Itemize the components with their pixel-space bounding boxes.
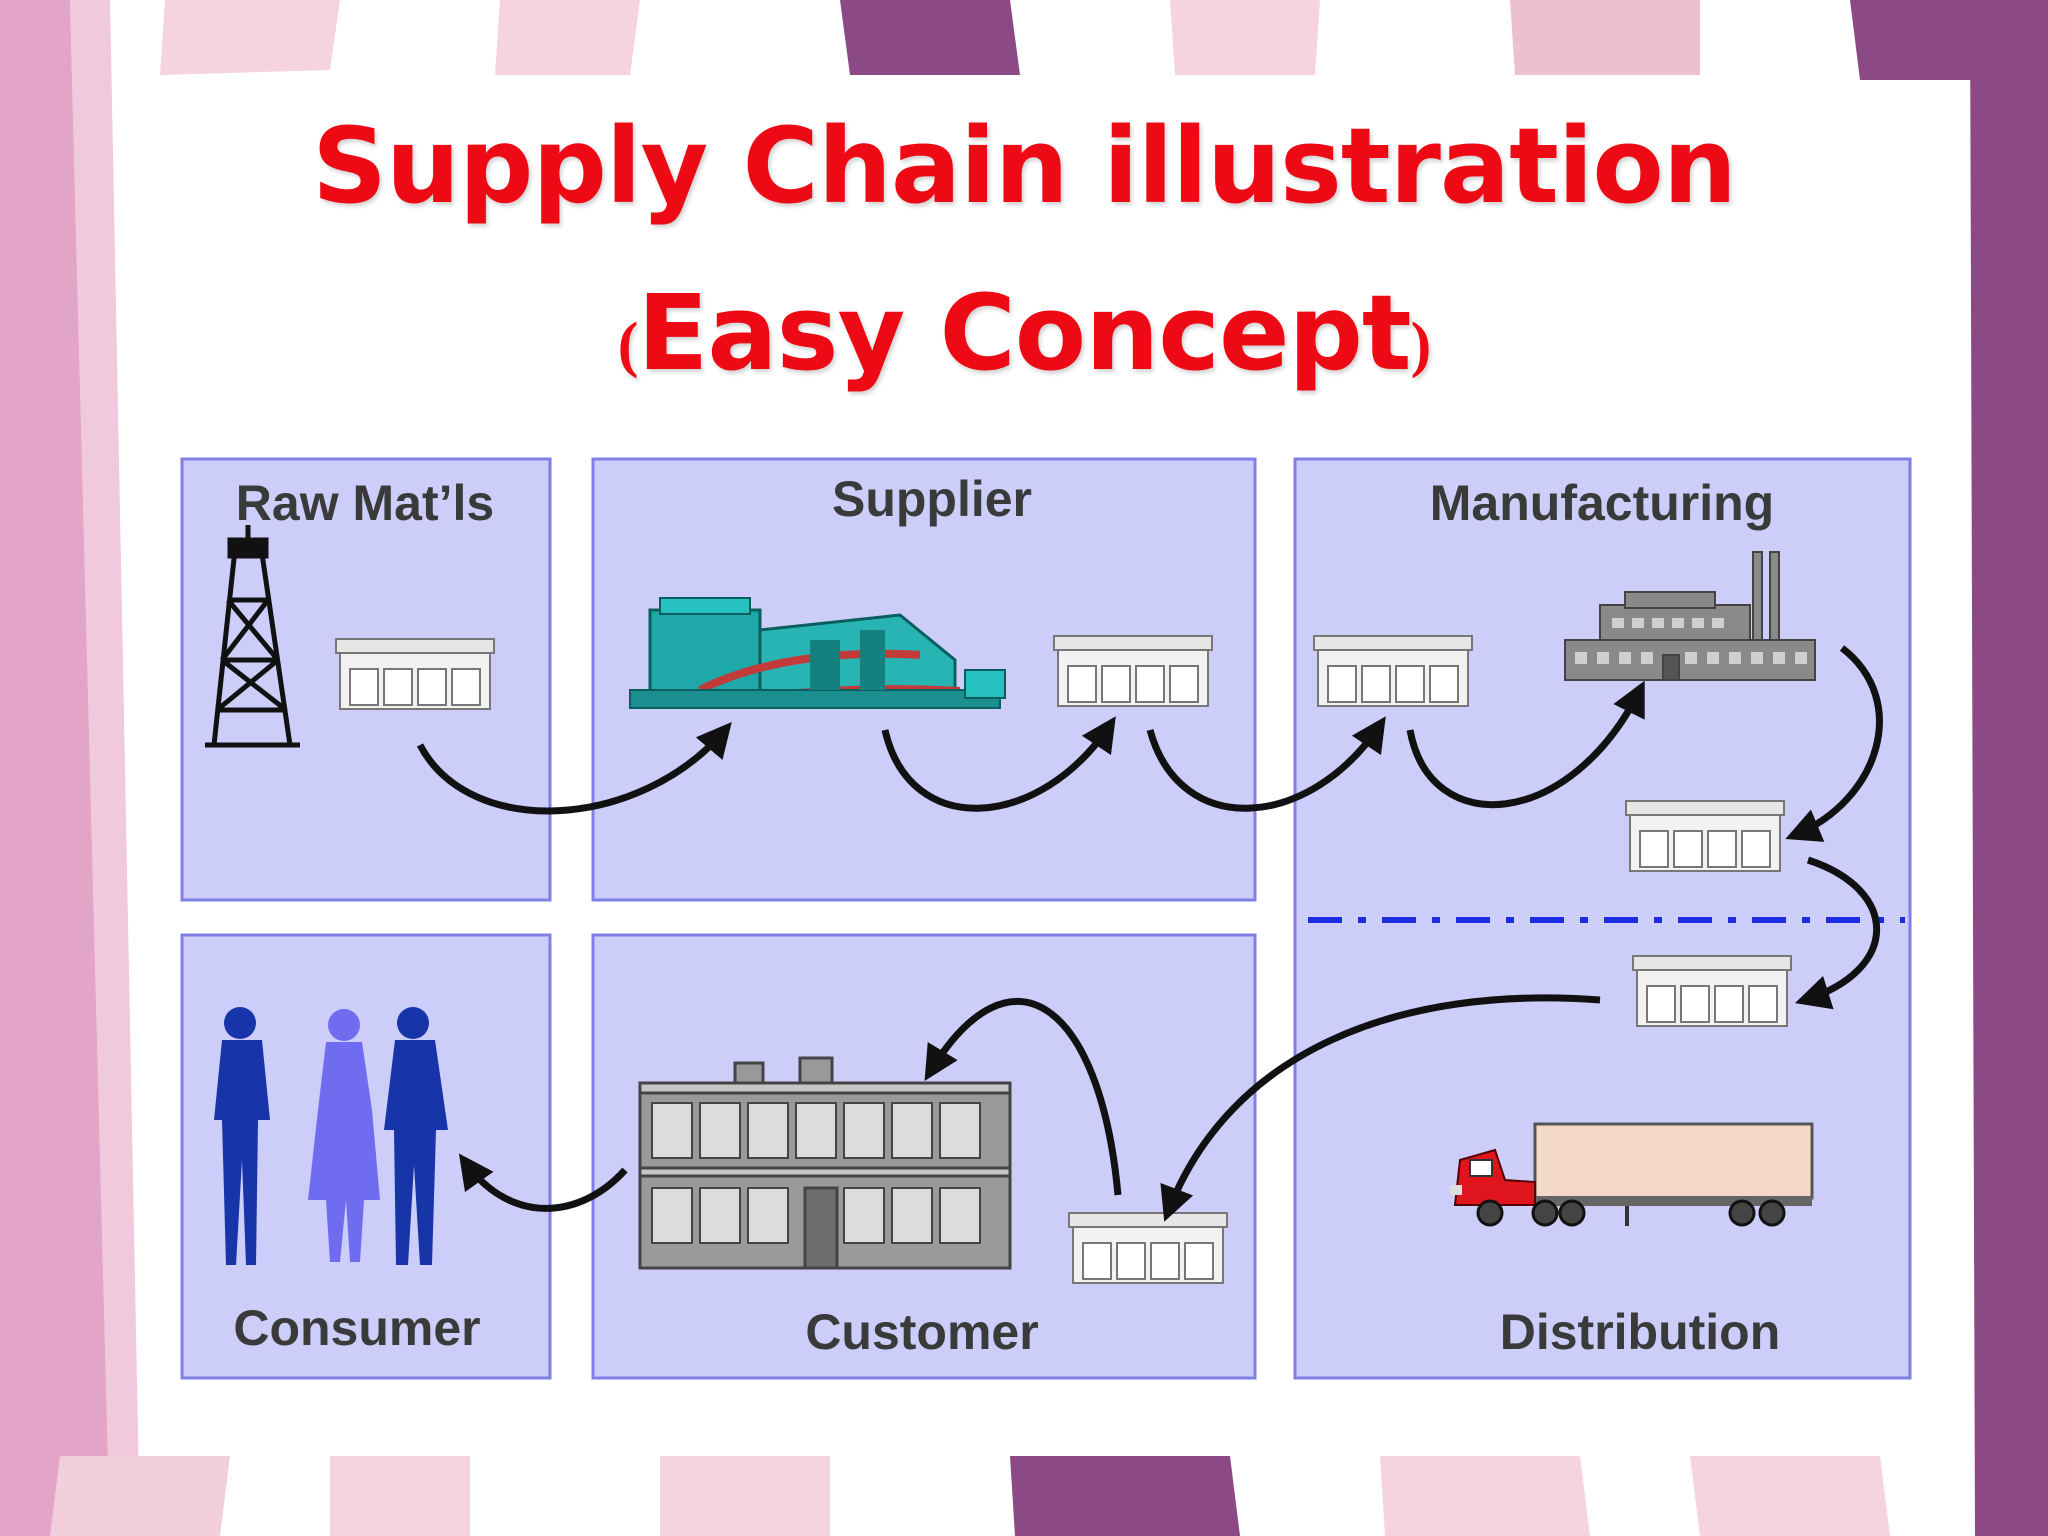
bottom-stripe-3 bbox=[660, 1456, 830, 1536]
top-stripe-3 bbox=[840, 0, 1020, 75]
bottom-stripe-1 bbox=[50, 1456, 230, 1536]
top-stripe-5 bbox=[1510, 0, 1700, 75]
left-edge-stripe-2 bbox=[70, 0, 140, 1536]
arrow-warehouse-to-factory bbox=[1406, 680, 1645, 809]
label-manufacturing: Manufacturing bbox=[1430, 475, 1774, 531]
flow-arrows bbox=[416, 645, 1883, 1222]
people-icon bbox=[214, 1007, 448, 1265]
label-customer: Customer bbox=[805, 1304, 1038, 1360]
label-supplier: Supplier bbox=[832, 471, 1032, 527]
arrow-customer-warehouse-to-store bbox=[924, 997, 1122, 1196]
bottom-stripe-5 bbox=[1380, 1456, 1590, 1536]
top-stripe-4 bbox=[1170, 0, 1320, 75]
slide-title-line2: (Easy Concept) bbox=[0, 272, 2048, 394]
oil-derrick-icon bbox=[205, 525, 300, 748]
bottom-stripe-2 bbox=[330, 1456, 470, 1536]
warehouse-icon-supplier bbox=[1053, 635, 1213, 707]
title-close-paren: ) bbox=[1410, 311, 1432, 379]
top-stripe-6 bbox=[1850, 0, 1990, 80]
label-raw-materials: Raw Mat’ls bbox=[236, 475, 494, 531]
arrow-factory-to-warehouse bbox=[1785, 645, 1883, 842]
title-easy-concept: Easy Concept bbox=[637, 272, 1411, 394]
arrow-machine-to-supplier-warehouse bbox=[881, 716, 1116, 812]
top-stripe-2 bbox=[495, 0, 640, 75]
warehouse-icon-customer bbox=[1068, 1212, 1228, 1284]
truck-icon bbox=[1450, 1122, 1814, 1227]
warehouse-icon-manufacturing-out bbox=[1625, 800, 1785, 872]
arrow-manufacturing-to-distribution bbox=[1794, 856, 1880, 1010]
arrow-distribution-to-customer bbox=[1160, 994, 1601, 1222]
machine-icon bbox=[629, 597, 1006, 709]
arrow-raw-to-supplier bbox=[416, 722, 732, 815]
label-consumer: Consumer bbox=[233, 1300, 480, 1356]
warehouse-icon-distribution bbox=[1632, 955, 1792, 1027]
factory-icon bbox=[1564, 551, 1816, 681]
right-edge-stripe bbox=[1970, 0, 2048, 1536]
title-open-paren: ( bbox=[617, 311, 639, 379]
left-edge-stripe bbox=[0, 0, 110, 1536]
warehouse-icon-raw bbox=[335, 638, 495, 710]
store-building-icon bbox=[638, 1056, 1012, 1270]
top-stripe-1 bbox=[160, 0, 340, 75]
slide-title-line1: Supply Chain illustration bbox=[312, 105, 1737, 227]
arrow-store-to-consumer bbox=[458, 1153, 628, 1212]
warehouse-icon-manufacturing-in bbox=[1313, 635, 1473, 707]
arrow-supplier-to-manufacturing bbox=[1146, 716, 1386, 812]
bottom-stripe-6 bbox=[1690, 1456, 1890, 1536]
bottom-stripe-4 bbox=[1010, 1456, 1240, 1536]
label-distribution: Distribution bbox=[1500, 1304, 1781, 1360]
